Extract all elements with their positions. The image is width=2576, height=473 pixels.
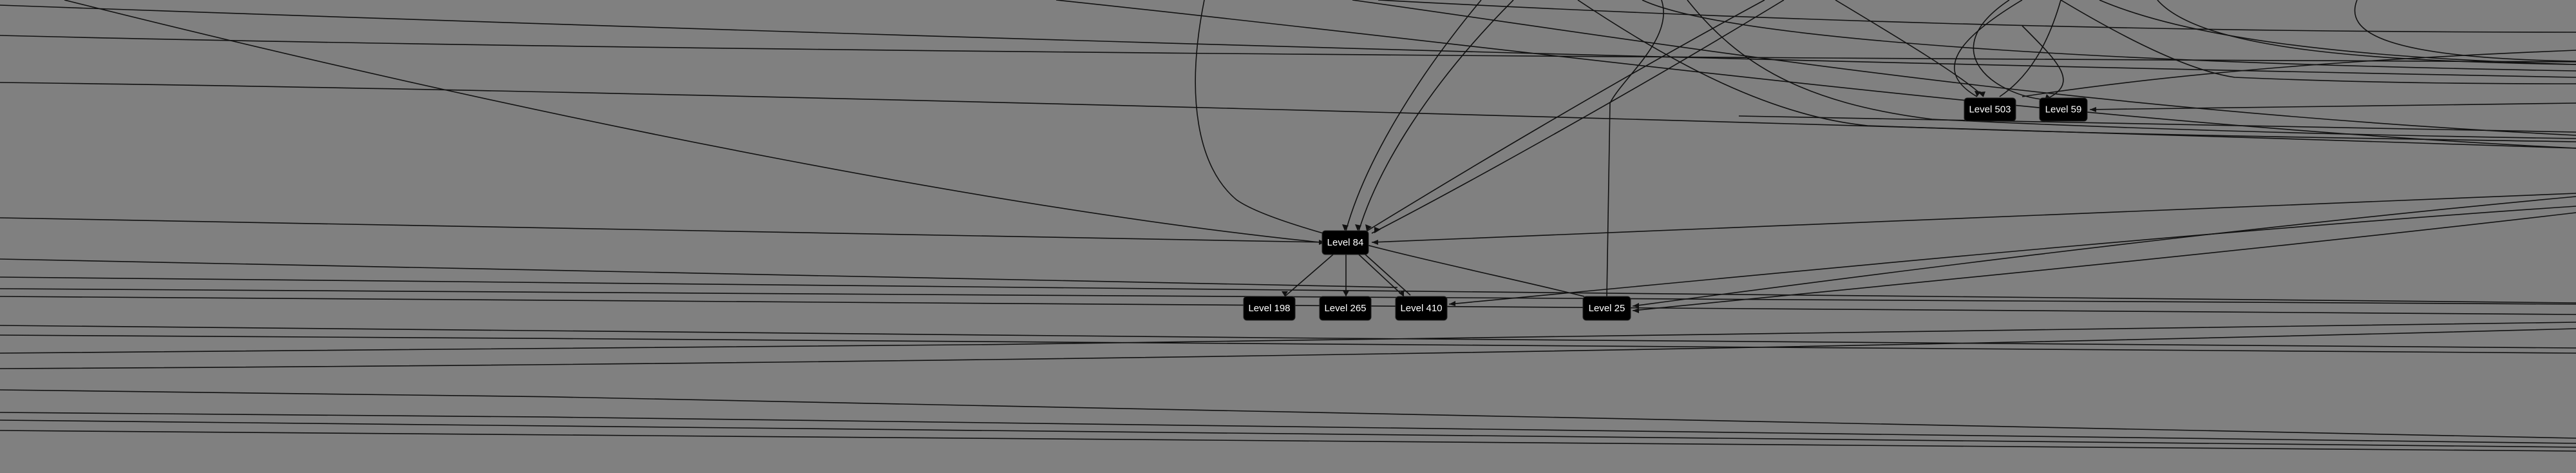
arrowhead: [1979, 92, 1985, 97]
arrowhead: [1449, 301, 1455, 306]
edge-line: [1953, 0, 2023, 97]
node-level-265[interactable]: Level 265: [1319, 296, 1372, 321]
edge-line: [1835, 0, 1984, 97]
edge-line: [2099, 0, 2576, 65]
arrowheads-layer: [1282, 91, 2096, 313]
node-label: Level 59: [2045, 104, 2082, 115]
edge-line: [0, 389, 2576, 439]
edge-line: [0, 258, 1398, 288]
arrowhead: [1633, 303, 1639, 308]
node-label: Level 265: [1324, 303, 1366, 314]
arrowhead: [1633, 308, 1639, 313]
node-level-25[interactable]: Level 25: [1582, 296, 1631, 321]
edge-line: [1738, 115, 2576, 133]
edge-line: [64, 0, 1321, 243]
edge-line: [1056, 0, 2576, 149]
node-label: Level 410: [1400, 303, 1442, 314]
edge-line: [1999, 0, 2061, 97]
edge-line: [2022, 25, 2064, 101]
node-box: [1321, 230, 1369, 255]
edge-line: [2157, 0, 2576, 65]
edge-line: [1358, 254, 1405, 297]
node-level-84[interactable]: Level 84: [1321, 230, 1369, 255]
arrowhead: [1975, 91, 1981, 97]
node-box: [1582, 296, 1631, 321]
edge-line: [2060, 0, 2576, 84]
arrowhead: [1399, 290, 1404, 296]
edge-line: [0, 325, 2576, 349]
edge-line: [1632, 212, 2576, 311]
edge-line: [1352, 0, 2576, 136]
arrowhead: [1365, 224, 1372, 231]
edge-line: [0, 5, 2576, 78]
arrowhead: [1355, 224, 1361, 231]
edge-line: [2022, 50, 2576, 97]
node-box: [1395, 296, 1448, 321]
node-level-59[interactable]: Level 59: [2039, 97, 2088, 122]
edge-line: [1358, 0, 1514, 231]
arrowhead: [2090, 107, 2096, 112]
edge-line: [0, 334, 2576, 354]
edge-line: [1371, 0, 1785, 234]
arrowhead: [1282, 291, 1288, 296]
edge-line: [1642, 0, 2576, 72]
node-label: Level 25: [1589, 303, 1625, 314]
edge-line: [1577, 0, 2576, 142]
edge-line: [1345, 0, 1482, 231]
node-level-410[interactable]: Level 410: [1395, 296, 1448, 321]
arrowhead: [1372, 240, 1378, 245]
node-box: [1243, 296, 1296, 321]
edge-line: [0, 82, 2576, 149]
edge-line: [0, 217, 1327, 243]
edge-line: [1365, 254, 1411, 296]
edge-line: [1365, 0, 1765, 233]
edge-line: [0, 328, 2576, 369]
edge-line: [2354, 0, 2576, 62]
arrowhead: [1374, 227, 1381, 233]
edge-line: [1371, 193, 2576, 243]
arrowhead: [1342, 224, 1349, 231]
edge-line: [1687, 0, 2576, 139]
edge-line: [1606, 0, 1664, 298]
edge-line: [1195, 0, 1585, 297]
node-box: [1964, 97, 2016, 122]
node-label: Level 84: [1327, 237, 1364, 248]
arrowhead: [1343, 291, 1349, 296]
node-label: Level 503: [1969, 104, 2011, 115]
edge-line: [0, 296, 2576, 315]
edge-line: [1378, 0, 2576, 33]
edge-line: [2089, 102, 2576, 110]
node-level-198[interactable]: Level 198: [1243, 296, 1296, 321]
edge-line: [0, 35, 2576, 63]
edge-line: [0, 412, 2576, 444]
nodes-layer: Level 84 Level 198 Level 265 Level 410 L…: [1243, 97, 2088, 321]
edge-line: [1284, 254, 1334, 297]
node-label: Level 198: [1248, 303, 1290, 314]
edge-line: [1448, 206, 2576, 305]
node-level-503[interactable]: Level 503: [1964, 97, 2016, 122]
node-box: [1319, 296, 1372, 321]
edges-layer: [0, 0, 2576, 452]
edge-line: [1973, 0, 2049, 101]
node-box: [2039, 97, 2088, 122]
edge-line: [0, 276, 2576, 304]
edge-line: [1632, 196, 2576, 307]
